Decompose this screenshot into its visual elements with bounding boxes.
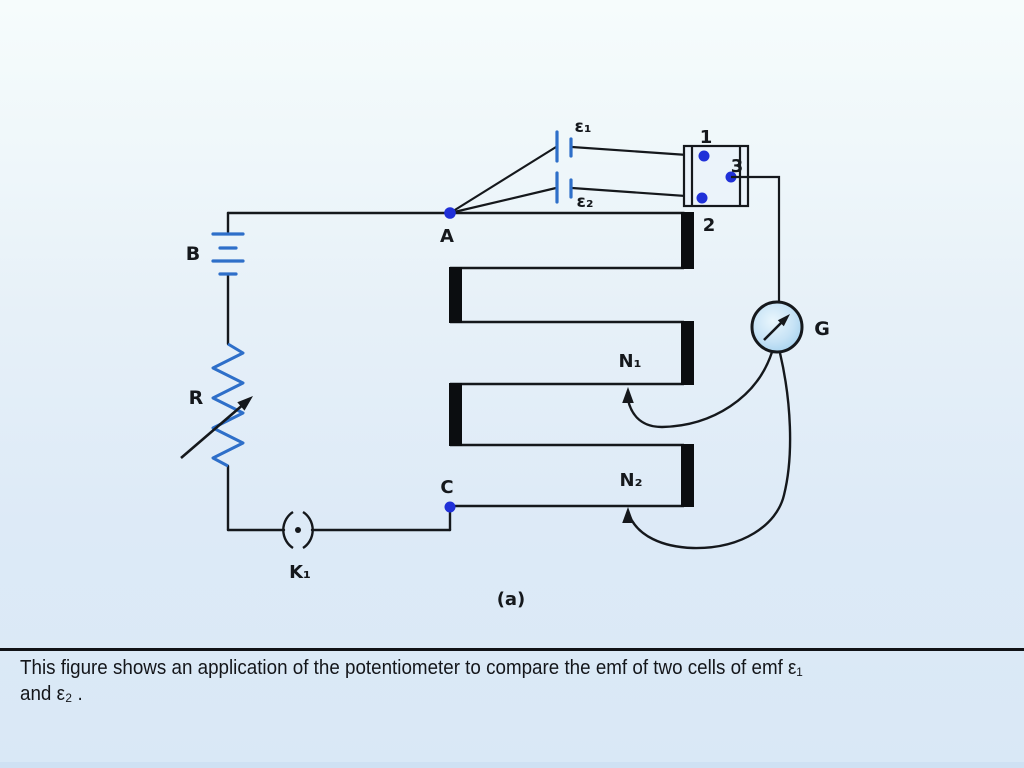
galvanometer bbox=[750, 300, 804, 354]
jockey-lead-n1 bbox=[626, 351, 774, 429]
wire-terminal3-to-galvanometer bbox=[731, 175, 781, 302]
battery-b bbox=[211, 232, 245, 276]
label-cell-1: ε₁ bbox=[575, 117, 592, 137]
label-terminal-3: 3 bbox=[731, 156, 744, 177]
cell-e2 bbox=[555, 171, 573, 204]
rheostat-arrow-head-icon bbox=[237, 396, 253, 411]
label-wire-n2: N₂ bbox=[620, 470, 643, 491]
figure-caption: This figure shows an application of the … bbox=[20, 655, 960, 707]
label-subfigure: (a) bbox=[497, 589, 526, 610]
label-rheostat: R bbox=[189, 387, 204, 409]
rheostat-r bbox=[180, 342, 253, 468]
potentiometer-wire bbox=[449, 212, 694, 508]
label-galvanometer: G bbox=[814, 318, 830, 340]
key-plug-dot bbox=[295, 527, 301, 533]
pot-end-bar-right-3 bbox=[681, 444, 694, 507]
wire-cell2-to-terminal2 bbox=[570, 186, 702, 199]
label-wire-n1: N₁ bbox=[619, 351, 642, 372]
jockey-arrow-n1-icon bbox=[622, 387, 634, 403]
terminal-1-dot bbox=[698, 150, 710, 162]
label-battery: B bbox=[186, 243, 200, 265]
pot-end-bar-right-1 bbox=[681, 212, 694, 269]
pot-end-bar-right-2 bbox=[681, 321, 694, 385]
jockey-lead-n2 bbox=[627, 352, 792, 550]
wire-cell1-to-terminal1 bbox=[570, 145, 704, 158]
key-k1 bbox=[282, 510, 314, 550]
label-key: K₁ bbox=[289, 562, 311, 583]
junction-a-dot bbox=[444, 207, 456, 219]
cell-branch-wires bbox=[448, 145, 704, 215]
terminal-2-dot bbox=[696, 192, 708, 204]
rheostat-arrow-shaft bbox=[180, 402, 246, 459]
jockey-arrow-n2-icon bbox=[622, 507, 634, 523]
wire-a-to-cell2 bbox=[448, 186, 558, 215]
label-terminal-1: 1 bbox=[700, 127, 713, 148]
bottom-edge-strip bbox=[0, 762, 1024, 768]
caption-divider bbox=[0, 648, 1024, 651]
driving-circuit-wires bbox=[226, 211, 686, 532]
label-terminal-2: 2 bbox=[703, 215, 716, 236]
caption-line-1: This figure shows an application of the … bbox=[20, 657, 803, 679]
label-point-c: C bbox=[440, 477, 453, 498]
rheostat-zigzag bbox=[211, 342, 245, 468]
label-point-a: A bbox=[440, 226, 454, 247]
caption-line-2: and ε₂ . bbox=[20, 683, 83, 705]
pot-end-bar-left-1 bbox=[449, 267, 462, 323]
potentiometer-circuit-diagram: B R K₁ A C N₁ N₂ G ε₁ ε₂ 1 2 3 (a) bbox=[180, 117, 830, 610]
key-right-contact bbox=[302, 510, 314, 550]
junction-c-dot bbox=[444, 501, 456, 513]
label-cell-2: ε₂ bbox=[577, 192, 594, 212]
jockey-leads bbox=[626, 351, 792, 550]
cell-e1 bbox=[555, 130, 573, 163]
key-left-contact bbox=[282, 510, 294, 550]
wire-a-to-cell1 bbox=[448, 145, 558, 215]
pot-end-bar-left-2 bbox=[449, 383, 462, 446]
galvanometer-needle-head-icon bbox=[777, 314, 790, 327]
